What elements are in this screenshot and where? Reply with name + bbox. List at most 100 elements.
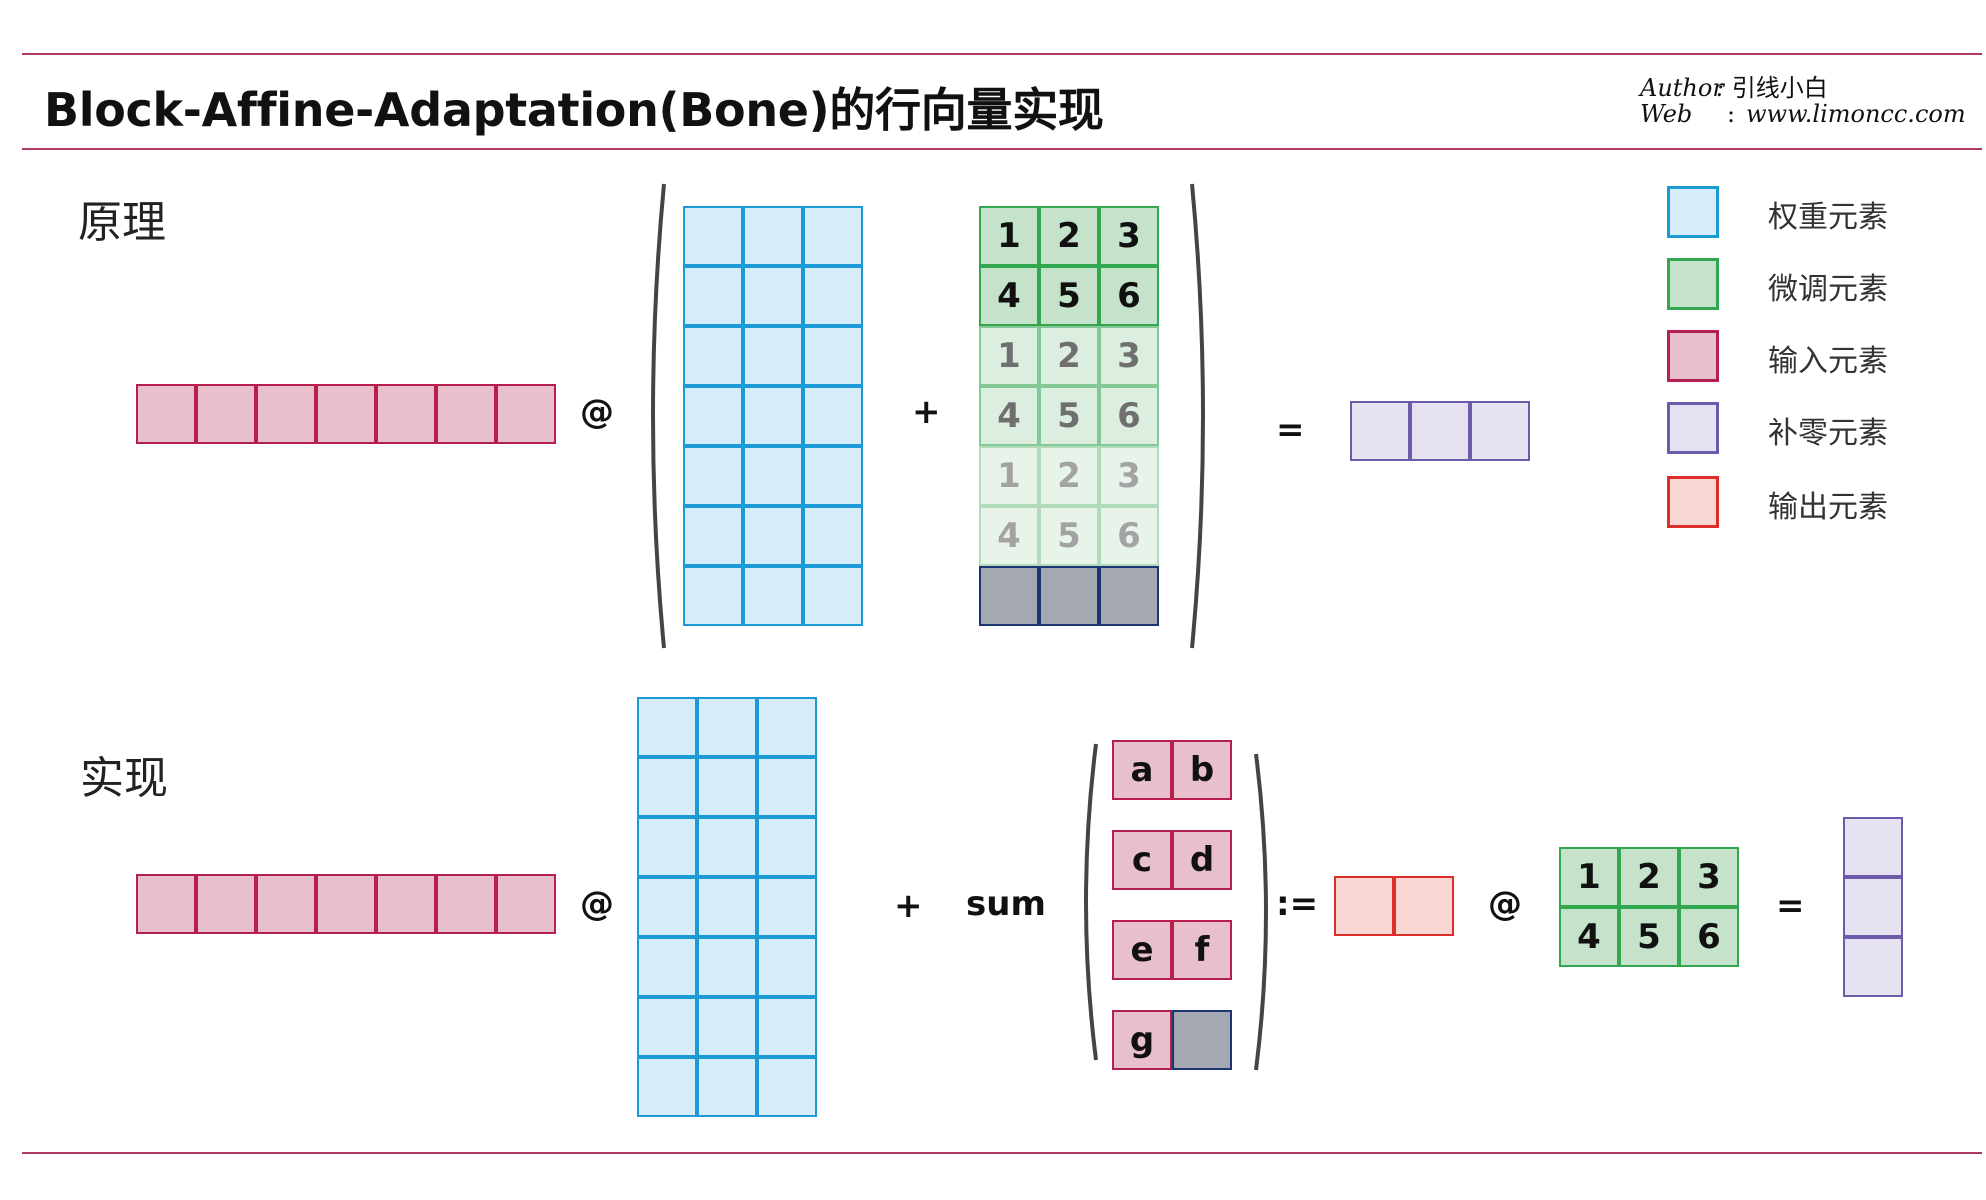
input-block: g (1112, 1010, 1232, 1070)
block-cell: d (1172, 830, 1232, 890)
weight-cell (697, 817, 757, 877)
input-cell (256, 384, 316, 444)
finetune-cell: 5 (1619, 907, 1679, 967)
weight-cell (683, 566, 743, 626)
finetune-cell: 1 (979, 326, 1039, 386)
zero-pad-cell (1172, 1010, 1232, 1070)
weight-cell (803, 266, 863, 326)
impl-weight-matrix (637, 697, 817, 1117)
block-sum-cell (1334, 876, 1394, 936)
impl-assign-operator: := (1276, 884, 1319, 924)
block-cell: c (1112, 830, 1172, 890)
weight-cell (697, 997, 757, 1057)
legend-swatch (1667, 330, 1719, 382)
weight-cell (637, 877, 697, 937)
weight-cell (803, 566, 863, 626)
weight-cell (683, 326, 743, 386)
section-title-implementation: 实现 (80, 753, 168, 804)
weight-cell (757, 757, 817, 817)
weight-cell (637, 1057, 697, 1117)
weight-cell (803, 206, 863, 266)
weight-cell (757, 817, 817, 877)
output-cell (1843, 937, 1903, 997)
web-key: Web (1640, 100, 1693, 128)
principle-plus-operator: + (912, 392, 941, 432)
block-cell: b (1172, 740, 1232, 800)
input-cell (196, 874, 256, 934)
weight-cell (683, 206, 743, 266)
input-cell (436, 384, 496, 444)
input-cell (496, 384, 556, 444)
weight-cell (743, 446, 803, 506)
weight-cell (637, 697, 697, 757)
principle-input-vector (136, 384, 556, 444)
weight-cell (803, 326, 863, 386)
finetune-cell: 5 (1039, 386, 1099, 446)
impl-sum-operator: sum (966, 884, 1046, 924)
weight-cell (683, 446, 743, 506)
legend-label: 补零元素 (1768, 416, 1888, 451)
input-cell (376, 874, 436, 934)
zero-pad-cell (1099, 566, 1159, 626)
legend-label: 输入元素 (1768, 344, 1888, 379)
header-bottom-rule (22, 148, 1982, 150)
author-sep: : (1716, 74, 1725, 102)
web-value: www.limoncc.com (1746, 100, 1966, 128)
zero-pad-cell (979, 566, 1039, 626)
output-cell (1350, 401, 1410, 461)
block-cell: f (1172, 920, 1232, 980)
author-value: 引线小白 (1731, 74, 1828, 102)
input-cell (316, 874, 376, 934)
block-cell: a (1112, 740, 1172, 800)
weight-cell (757, 997, 817, 1057)
output-cell (1410, 401, 1470, 461)
input-cell (256, 874, 316, 934)
finetune-cell: 2 (1039, 446, 1099, 506)
impl-equals-operator: = (1776, 886, 1805, 926)
finetune-cell: 3 (1099, 206, 1159, 266)
principle-left-paren (651, 183, 666, 649)
page-title: Block-Affine-Adaptation(Bone)的行向量实现 (44, 83, 1104, 137)
output-cell (1843, 877, 1903, 937)
legend-swatch (1667, 186, 1719, 238)
weight-cell (683, 386, 743, 446)
impl-input-vector (136, 874, 556, 934)
output-cell (1470, 401, 1530, 461)
weight-cell (803, 386, 863, 446)
web-sep: : (1726, 100, 1736, 128)
input-cell (136, 384, 196, 444)
weight-cell (637, 757, 697, 817)
weight-cell (743, 326, 803, 386)
section-title-principle: 原理 (78, 197, 166, 248)
author-key: Author (1640, 74, 1724, 102)
impl-matmul-operator-2: @ (1488, 884, 1522, 924)
finetune-cell: 4 (979, 266, 1039, 326)
finetune-cell: 6 (1099, 266, 1159, 326)
bottom-rule (22, 1152, 1982, 1154)
impl-block-sum-vector (1334, 876, 1454, 936)
block-cell: g (1112, 1010, 1172, 1070)
finetune-cell: 1 (979, 446, 1039, 506)
impl-right-paren (1254, 753, 1268, 1071)
zero-pad-cell (1039, 566, 1099, 626)
weight-cell (697, 877, 757, 937)
input-cell (496, 874, 556, 934)
finetune-cell: 4 (979, 386, 1039, 446)
weight-cell (697, 757, 757, 817)
finetune-cell: 3 (1679, 847, 1739, 907)
finetune-cell: 6 (1679, 907, 1739, 967)
principle-weight-matrix (683, 206, 863, 626)
weight-cell (743, 386, 803, 446)
impl-matmul-operator: @ (580, 884, 614, 924)
weight-cell (757, 697, 817, 757)
legend-swatch (1667, 476, 1719, 528)
legend-swatch (1667, 402, 1719, 454)
finetune-cell: 2 (1039, 326, 1099, 386)
input-cell (136, 874, 196, 934)
principle-output-vector (1350, 401, 1530, 461)
input-cell (436, 874, 496, 934)
weight-cell (637, 817, 697, 877)
